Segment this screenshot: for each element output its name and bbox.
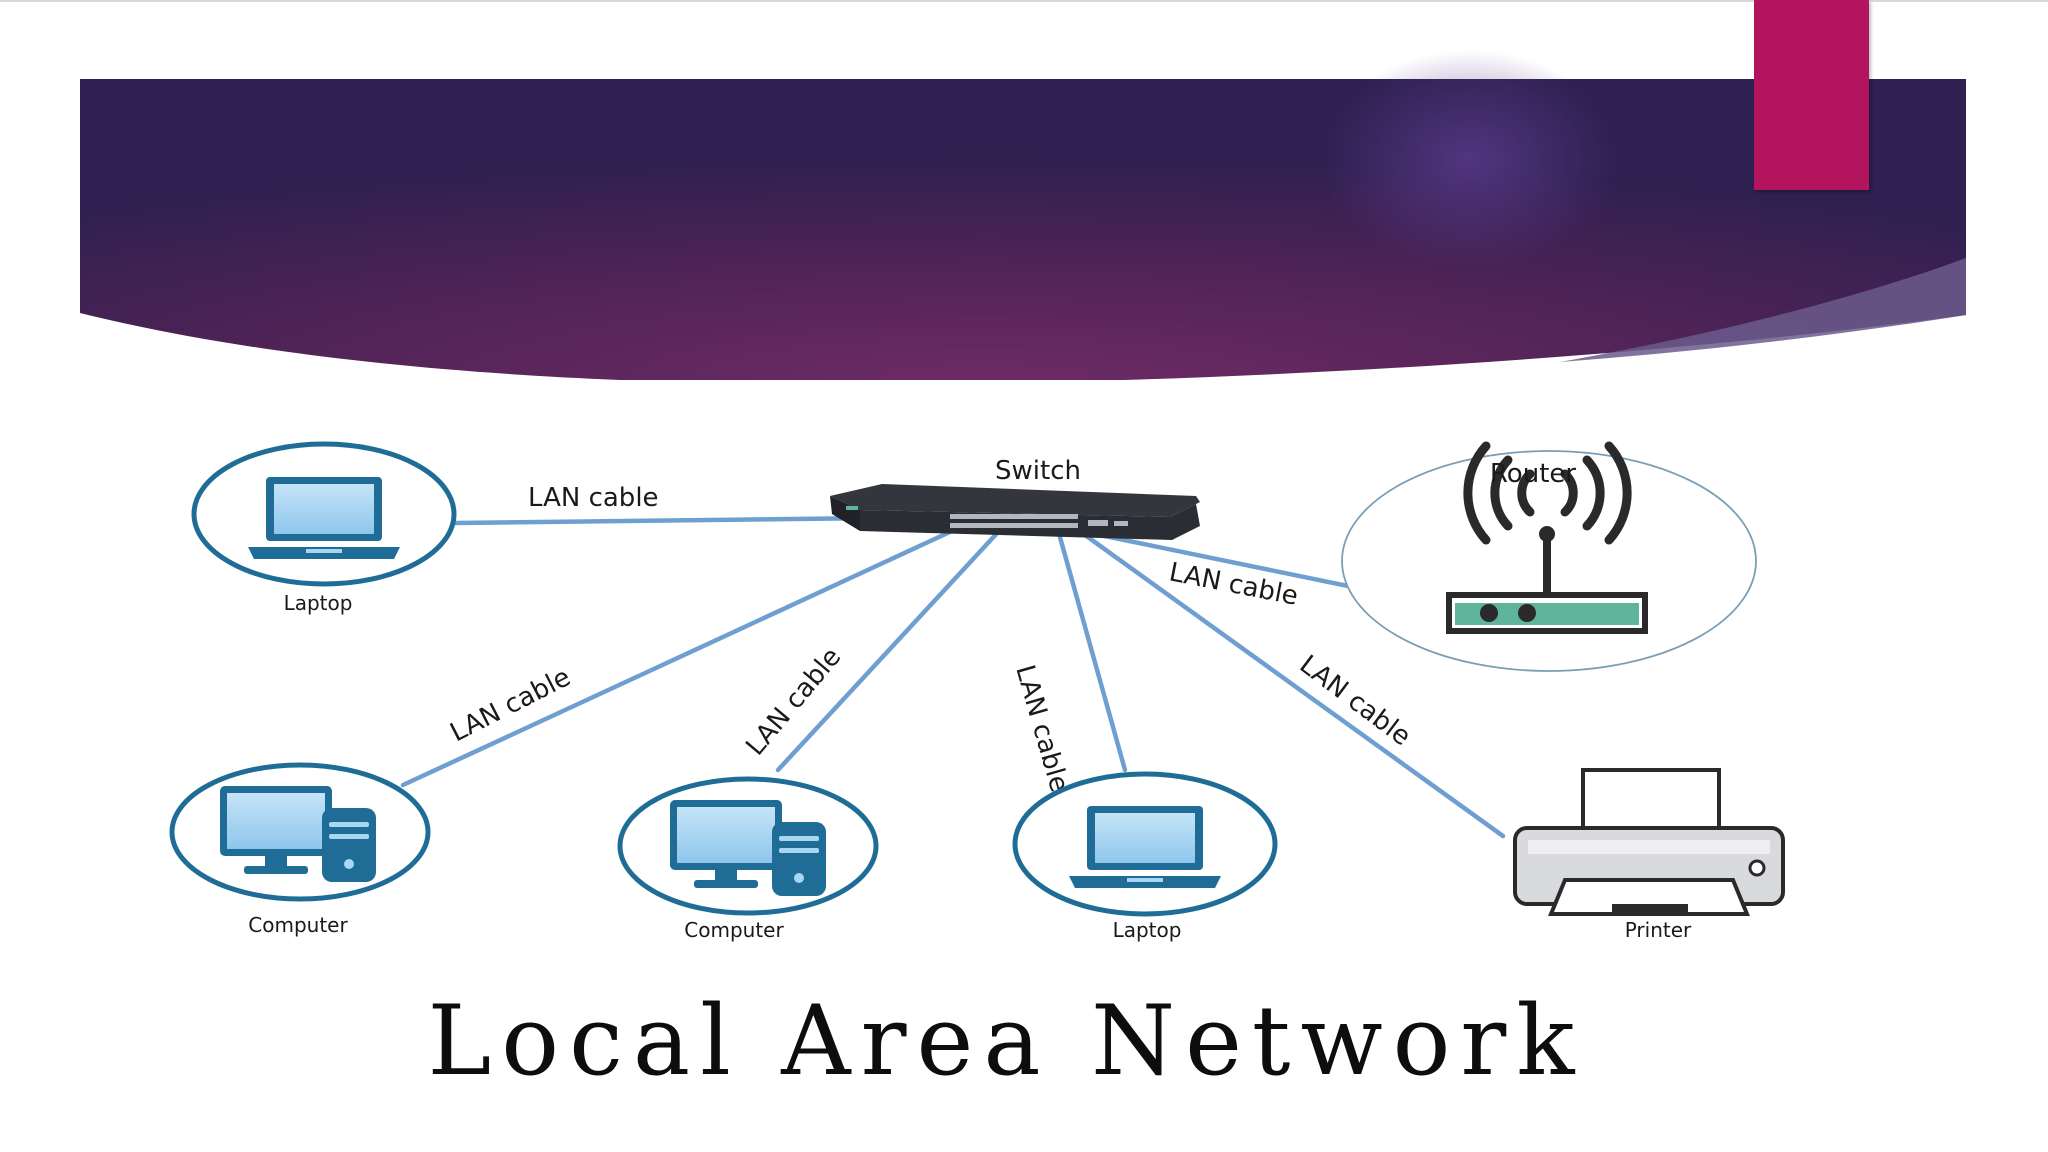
printer-icon [1513, 768, 1785, 916]
router-label: Router [1490, 459, 1576, 489]
switch-device [830, 484, 1200, 540]
cable-laptop-bottom [1055, 527, 1128, 773]
device-label-printer: Printer [1625, 918, 1692, 942]
cable-label-laptop-bottom: LAN cable [1009, 662, 1074, 796]
diagram-title: Local Area Network [428, 985, 1585, 1097]
switch-label: Switch [995, 456, 1081, 486]
switch-front-face [860, 504, 1200, 540]
cable-computer-left [400, 522, 968, 788]
device-label-computer-left: Computer [248, 913, 348, 937]
device-computer-middle [617, 776, 879, 916]
switch-top-face [830, 484, 1200, 517]
wifi-signal-icon [1463, 441, 1632, 545]
cable-label-laptop-top: LAN cable [528, 483, 659, 513]
switch-ports [950, 514, 1128, 528]
device-computer-left [169, 762, 431, 902]
switch-left-face [830, 496, 860, 531]
router-antenna [1543, 536, 1551, 598]
switch-status-led [846, 506, 858, 510]
device-label-laptop-bottom: Laptop [1113, 918, 1182, 942]
router-device [1341, 441, 1757, 672]
cables [400, 515, 1506, 839]
device-label-computer-middle: Computer [684, 918, 784, 942]
device-label-laptop-top: Laptop [284, 591, 353, 615]
cable-printer [1082, 532, 1506, 839]
top-border [0, 0, 2048, 2]
cable-computer-middle [775, 527, 1003, 773]
cable-label-computer-middle: LAN cable [740, 642, 847, 761]
device-laptop-bottom [1012, 771, 1278, 917]
accent-tab [1754, 0, 1869, 190]
cable-label-router: LAN cable [1167, 557, 1301, 611]
slide-header-banner [80, 50, 1966, 385]
device-laptop-top [191, 441, 457, 587]
cable-laptop-top [453, 515, 881, 526]
